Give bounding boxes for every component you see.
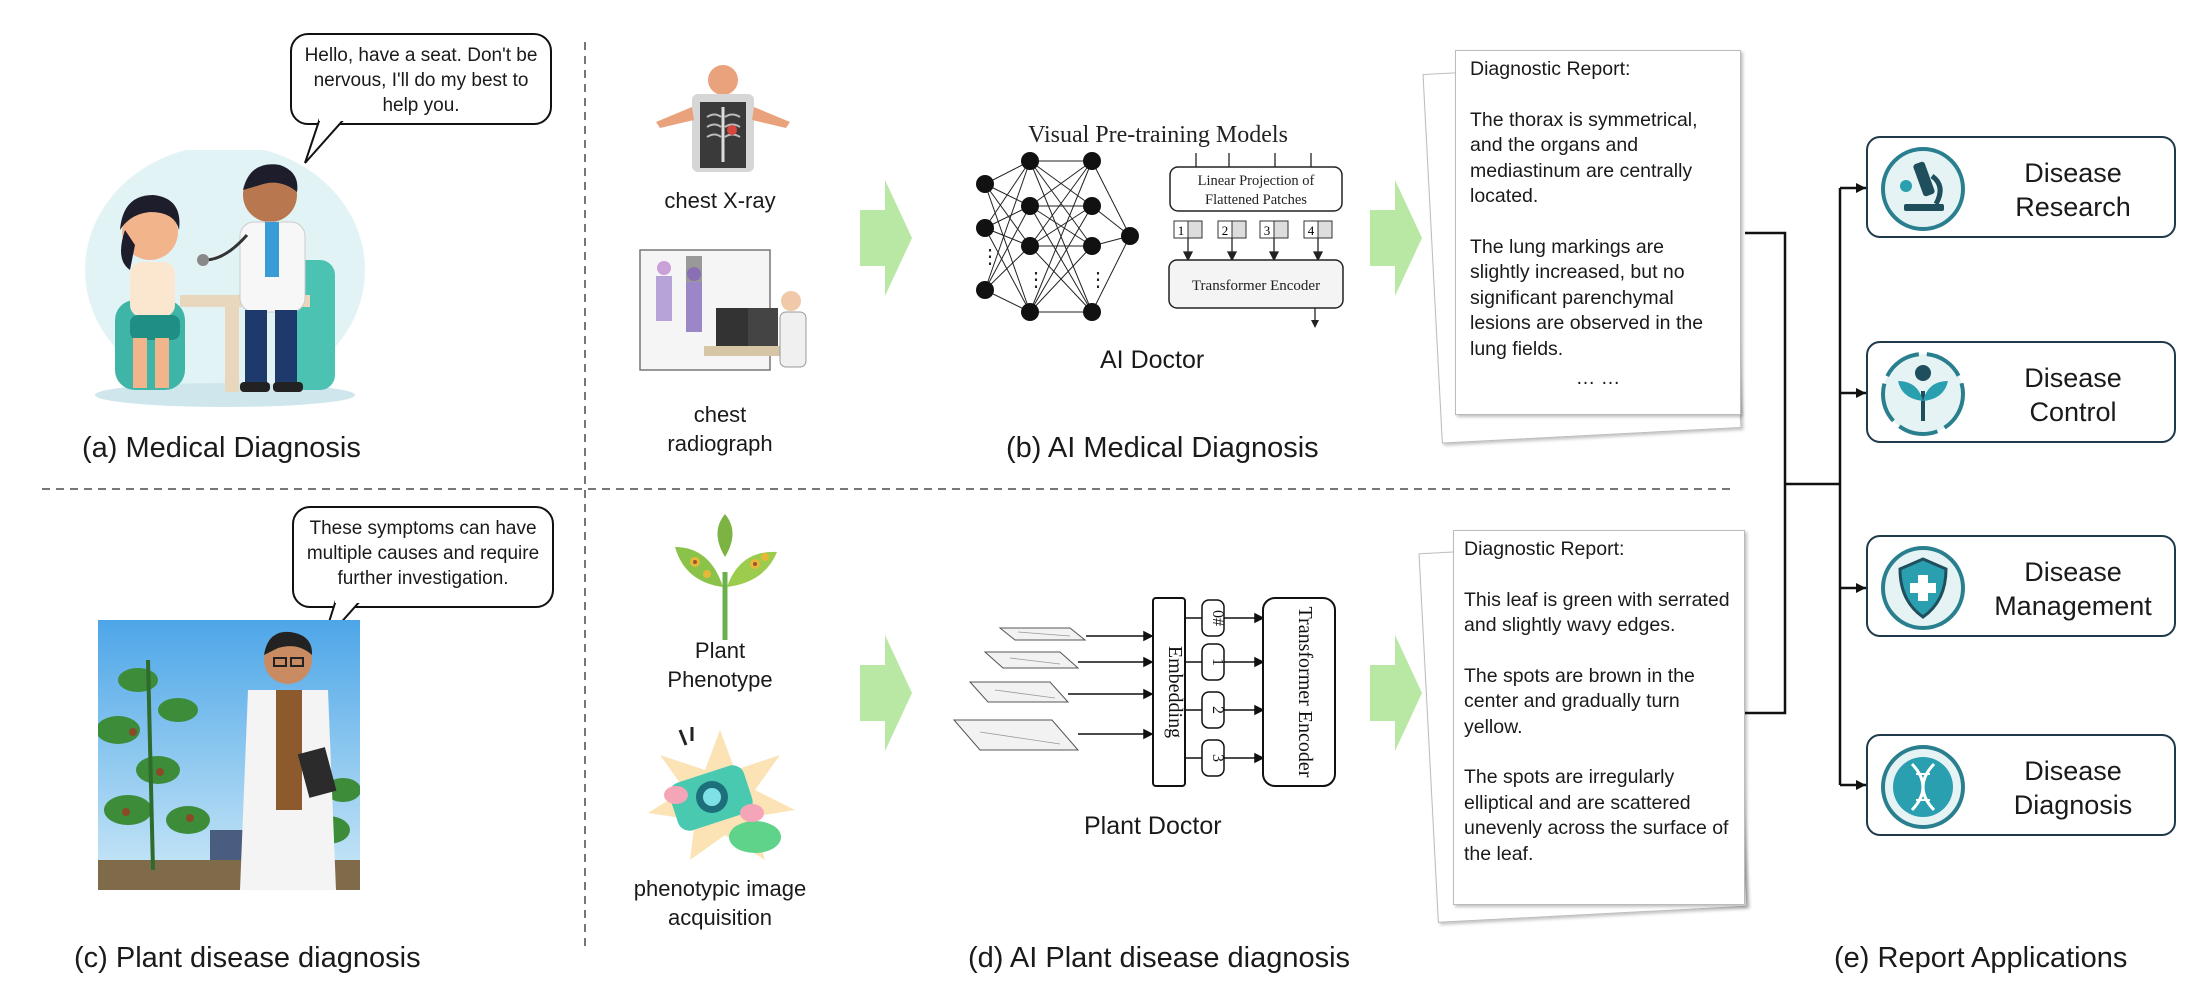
nn-edge xyxy=(1029,245,1093,313)
neural-network xyxy=(984,160,1131,313)
embedding-tokens xyxy=(1201,599,1225,777)
report-d: Diagnostic Report: This leaf is green wi… xyxy=(1453,530,1745,905)
chest-radiograph-caption: chest radiograph xyxy=(667,402,773,456)
nn-edge xyxy=(984,160,1031,229)
doctor-speech-text: Hello, have a seat. Don't be nervous, I'… xyxy=(304,45,538,116)
doctor-patient-illustration xyxy=(85,150,365,407)
plant-phenotype-icon xyxy=(675,514,777,640)
panel-c-label: (c) Plant disease diagnosis xyxy=(74,942,421,974)
arrow-d-input-to-model xyxy=(860,635,912,751)
transformer-encoder-box xyxy=(1168,259,1344,309)
plant-scientist-illustration xyxy=(98,620,360,890)
report-b-ellipsis: … … xyxy=(1575,367,1621,389)
plant-control-icon xyxy=(1881,352,1965,436)
report-b-paragraph-2: The lung markings are slightly increased… xyxy=(1470,235,1704,360)
nn-edge xyxy=(1091,235,1131,313)
connector-arrowheads xyxy=(1840,183,1866,790)
patch-token-1: 1 xyxy=(1178,223,1185,238)
nn-edge xyxy=(1029,205,1093,247)
nn-edge xyxy=(984,183,1031,247)
patch-token-2: 2 xyxy=(1222,223,1229,238)
panel-d-label: (d) AI Plant disease diagnosis xyxy=(968,942,1351,974)
embedding-box xyxy=(1152,597,1186,787)
panel-b-label: (b) AI Medical Diagnosis xyxy=(1006,432,1319,464)
image-patches xyxy=(952,627,1087,751)
token-0: 0# xyxy=(1209,610,1226,626)
arrow-model-to-report-b xyxy=(1370,180,1422,296)
nn-edge xyxy=(984,245,1031,291)
arrow-model-to-report-d xyxy=(1370,635,1422,751)
camera-acquisition-icon xyxy=(648,727,795,860)
report-d-title: Diagnostic Report: xyxy=(1464,538,1625,560)
shield-icon xyxy=(1881,546,1965,630)
flow-arrows xyxy=(860,180,1422,751)
report-b-paragraph-1: The thorax is symmetrical, and the organ… xyxy=(1470,108,1698,208)
linear-projection-label-line1: Linear Projection of xyxy=(1198,173,1315,189)
plant-phenotype-caption: Plant Phenotype xyxy=(667,638,773,692)
plant-doctor-label: Plant Doctor xyxy=(1084,812,1222,840)
nn-edge xyxy=(1029,160,1093,207)
phenotypic-acquisition-caption: phenotypic image acquisition xyxy=(633,876,807,930)
nn-edge xyxy=(1091,160,1131,237)
scientist-speech-bubble: These symptoms can have multiple causes … xyxy=(292,506,554,608)
nn-edge xyxy=(984,227,1031,313)
arrow-a-to-b-model xyxy=(860,180,912,296)
doctor-speech-bubble: Hello, have a seat. Don't be nervous, I'… xyxy=(290,33,552,125)
nn-edge xyxy=(1029,160,1093,313)
panel-a-label: (a) Medical Diagnosis xyxy=(82,432,361,464)
plant-model-diagram: Embedding 0# 1 2 3 Transformer Encoder xyxy=(952,597,1336,787)
linear-projection-box xyxy=(1169,166,1343,212)
model-title: Visual Pre-training Models xyxy=(1028,122,1288,148)
token-3: 3 xyxy=(1209,754,1226,762)
patch-tokens: 1 2 3 4 xyxy=(1173,220,1333,239)
patch-token-4: 4 xyxy=(1308,223,1315,238)
linear-projection-label-line2: Flattened Patches xyxy=(1205,192,1307,208)
report-d-paragraph-2: The spots are brown in the center and gr… xyxy=(1464,664,1695,738)
patch-token-3: 3 xyxy=(1264,223,1271,238)
chest-radiograph-illustration xyxy=(639,249,807,371)
svg-text:⋮: ⋮ xyxy=(1088,269,1108,291)
nn-edge xyxy=(1029,205,1093,313)
svg-text:⋮: ⋮ xyxy=(1026,269,1046,291)
speech-tail xyxy=(304,118,347,164)
transformer-encoder-label: Transformer Encoder xyxy=(1192,278,1320,294)
microscope-icon xyxy=(1881,147,1965,231)
embedding-label: Embedding xyxy=(1164,646,1186,738)
nn-edge xyxy=(1029,160,1093,247)
nn-edge xyxy=(984,160,1031,291)
ai-doctor-label: AI Doctor xyxy=(1100,346,1205,374)
panel-e-label: (e) Report Applications xyxy=(1834,942,2128,974)
report-b-title: Diagnostic Report: xyxy=(1470,58,1631,80)
plant-transformer-encoder-box xyxy=(1262,597,1336,787)
token-2: 2 xyxy=(1209,706,1226,714)
chest-xray-icon xyxy=(656,65,790,172)
nn-nodes xyxy=(976,152,1139,321)
plant-encoder-label: Transformer Encoder xyxy=(1294,607,1316,778)
chest-xray-caption: chest X-ray xyxy=(664,188,776,213)
report-b: Diagnostic Report: The thorax is symmetr… xyxy=(1455,50,1741,415)
dna-icon xyxy=(1881,745,1965,829)
nn-edge xyxy=(984,205,1031,291)
report-d-paragraph-3: The spots are irregularly elliptical and… xyxy=(1464,766,1729,865)
visual-pretraining-model-diagram: Visual Pre-training Models ⋮ ⋮ ⋮ Linear Pr… xyxy=(976,122,1344,328)
svg-text:⋮: ⋮ xyxy=(980,246,1000,268)
report-d-paragraph-1: This leaf is green with serrated and sli… xyxy=(1464,588,1730,637)
token-1: 1 xyxy=(1209,658,1226,666)
report-connectors xyxy=(1745,188,1842,785)
scientist-speech-text: These symptoms can have multiple causes … xyxy=(306,518,540,589)
